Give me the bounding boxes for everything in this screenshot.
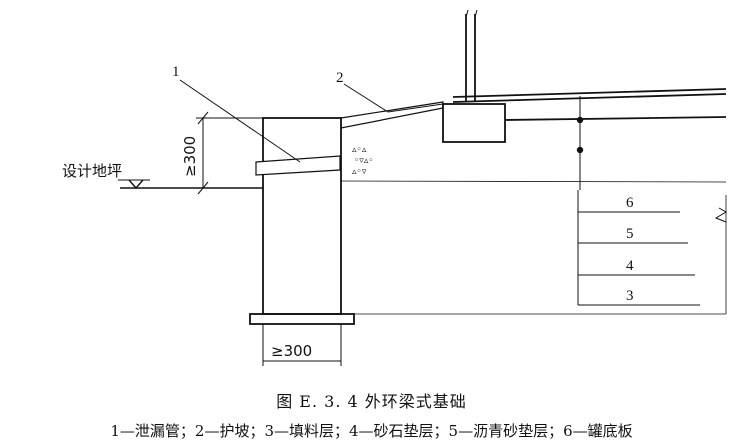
svg-text:▵◦▵: ▵◦▵ [352, 145, 367, 155]
gravel-symbol: ▵◦▵ ◦▿▵◦ ▵◦▿ [352, 145, 374, 177]
svg-text:◦▿▵◦: ◦▿▵◦ [354, 156, 374, 166]
callout-1: 1 [172, 64, 180, 80]
tank-base-block [442, 103, 506, 143]
ring-beam [262, 117, 342, 315]
ground-label: 设计地坪 [62, 162, 122, 180]
leakage-pipe [255, 155, 341, 176]
leader-2 [343, 83, 444, 113]
layer-label-4: 4 [626, 258, 634, 274]
layer-label-3: 3 [626, 288, 634, 304]
callout-2: 2 [336, 70, 344, 86]
tank-bottom-plate [452, 88, 727, 98]
width-dim-label: ≥300 [271, 342, 312, 360]
figure-legend: 1—泄漏管；2—护坡；3—填料层；4—砂石垫层；5—沥青砂垫层；6—罐底板 [110, 422, 633, 440]
leader-1 [179, 79, 301, 163]
ground-marker [128, 179, 144, 190]
layer-label-5: 5 [626, 226, 634, 242]
layer-label-6: 6 [626, 195, 634, 211]
height-dim-label: ≥300 [181, 136, 199, 177]
figure-caption: 图 E. 3. 4 外环梁式基础 [276, 392, 467, 411]
break-mark [714, 207, 727, 223]
footing-slab [249, 313, 355, 325]
svg-text:▵◦▿: ▵◦▿ [352, 167, 367, 177]
